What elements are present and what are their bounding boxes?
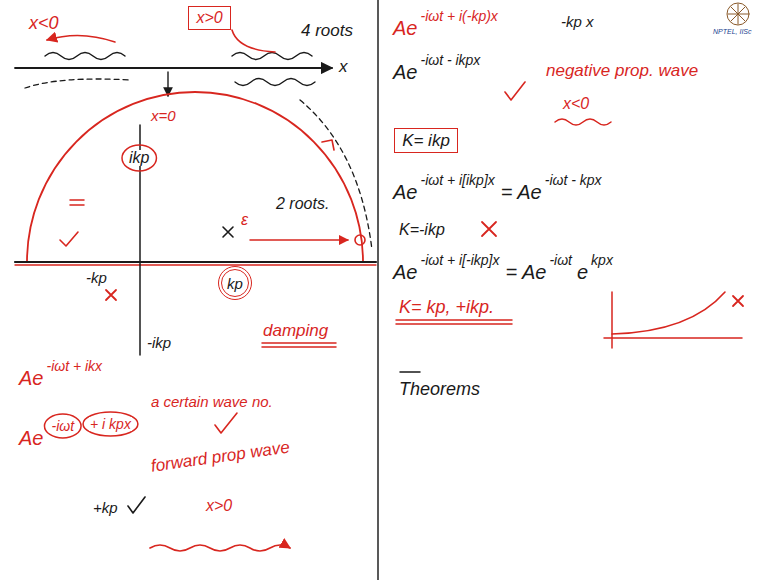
direction-arrow xyxy=(47,35,115,42)
exponent-text: -iωt xyxy=(548,253,573,267)
exponent-text: -iωt + i[ikp]x xyxy=(419,173,495,187)
note-text: e xyxy=(576,262,589,282)
note-text: Ae xyxy=(392,262,418,282)
boxed-note: K= ikp xyxy=(394,128,458,153)
note-text: = Ae xyxy=(504,262,547,282)
node-text: kp xyxy=(227,276,243,291)
note-text: K=-ikp xyxy=(398,222,446,238)
note-text: Ae xyxy=(18,428,44,448)
logo-text: NPTEL, IISc xyxy=(712,28,753,35)
note-text: forward prop wave xyxy=(149,438,292,475)
cross-mark xyxy=(733,296,743,306)
decay-curve xyxy=(232,30,275,52)
note-text: -kp xyxy=(85,270,108,285)
check-mark xyxy=(128,497,145,513)
note-text: damping xyxy=(262,322,329,339)
wave-sketch xyxy=(232,53,312,60)
node-text: x>0 xyxy=(196,10,222,26)
direction-arrow xyxy=(150,545,290,551)
contour-arc xyxy=(27,92,363,262)
note-text: a certain wave no. xyxy=(150,394,274,409)
dashed-sketch xyxy=(25,79,130,88)
exponent-text: + i kpx xyxy=(89,417,132,431)
wave-sketch xyxy=(45,53,125,60)
pole-mark xyxy=(223,227,233,237)
check-mark xyxy=(60,232,78,246)
exponent-text: kpx xyxy=(590,253,614,267)
note-text: 2 roots. xyxy=(275,196,330,212)
note-text: = Ae xyxy=(500,182,543,202)
note-text: ikp xyxy=(128,150,150,166)
cross-mark xyxy=(482,222,496,236)
check-mark xyxy=(505,82,525,100)
note-text: K= kp, +ikp. xyxy=(398,298,495,316)
note-text: 4 roots xyxy=(300,22,354,39)
note-text: x<0 xyxy=(562,96,590,112)
overline xyxy=(400,371,420,373)
note-text: -kp x xyxy=(560,14,595,29)
equal-mark xyxy=(70,200,84,205)
shifted-pole xyxy=(355,235,365,245)
circled-root: kp xyxy=(218,266,252,300)
note-text: Ae xyxy=(392,18,418,38)
exponent-text: -iωt xyxy=(50,419,75,433)
note-text: negative prop. wave xyxy=(545,62,699,79)
page-divider xyxy=(377,0,379,580)
circle-mark xyxy=(122,145,156,171)
pole-mark xyxy=(106,290,116,300)
section-heading: Theorems xyxy=(398,380,481,398)
pointer-arrow xyxy=(167,72,168,96)
x-axis xyxy=(15,67,332,69)
contour-direction xyxy=(322,140,334,150)
shift-arrow xyxy=(250,239,348,241)
graph-axes xyxy=(604,292,742,348)
underline xyxy=(262,343,336,347)
note-text: Ae xyxy=(392,182,418,202)
exponent-text: -iωt + ikx xyxy=(45,359,103,373)
note-text: ε xyxy=(240,212,249,228)
circle-mark xyxy=(83,412,138,436)
exponent-text: -iωt + i[-ikp]x xyxy=(419,253,500,267)
note-text: x xyxy=(338,58,349,75)
dashed-contour xyxy=(300,100,372,250)
check-mark xyxy=(215,413,237,433)
exponent-text: -iωt - ikpx xyxy=(419,53,481,67)
logo-emblem xyxy=(727,3,749,25)
node-text: K= ikp xyxy=(402,132,450,149)
wave-sketch xyxy=(555,119,611,125)
circle-mark xyxy=(44,414,81,438)
boxed-note: x>0 xyxy=(188,6,231,30)
note-text: +kp xyxy=(92,500,119,515)
growth-curve xyxy=(612,292,725,334)
exponent-text: -iωt + i(-kp)x xyxy=(419,9,498,23)
note-text: x=0 xyxy=(150,108,177,123)
note-text: x<0 xyxy=(28,14,60,32)
wave-sketch xyxy=(235,79,315,86)
note-text: x>0 xyxy=(205,498,233,514)
underline xyxy=(396,320,512,324)
real-axis xyxy=(15,261,376,263)
note-text: -ikp xyxy=(146,335,172,350)
exponent-text: -iωt - kpx xyxy=(544,173,603,187)
note-text: Ae xyxy=(18,368,44,388)
note-text: Ae xyxy=(392,62,418,82)
contour-line xyxy=(15,264,376,265)
